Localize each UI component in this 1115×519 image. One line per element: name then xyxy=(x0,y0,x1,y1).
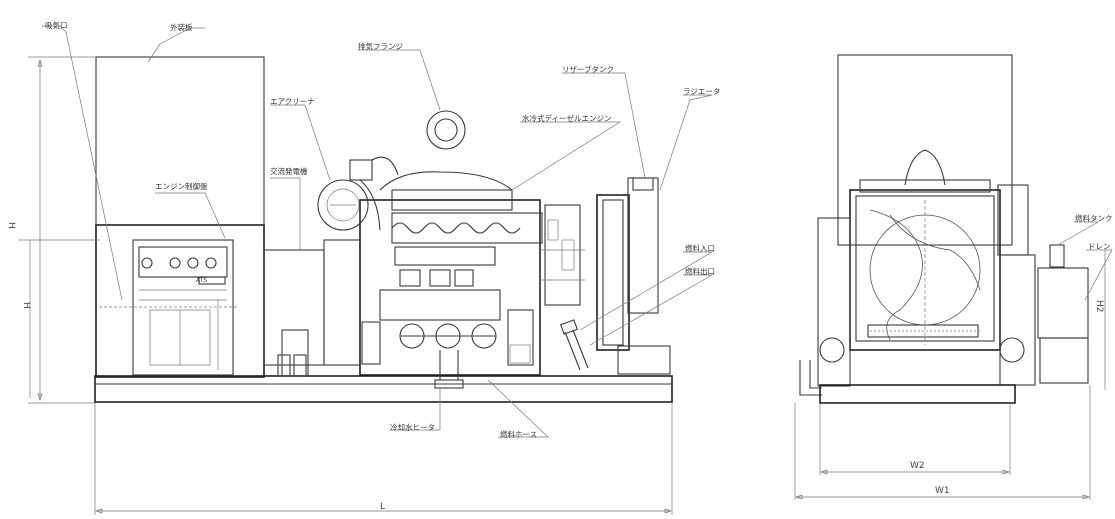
label-fuel-hose: 燃料ホース xyxy=(500,430,538,439)
engine-body xyxy=(359,199,541,376)
label-panel-ats: ATS xyxy=(196,277,208,284)
label-drain-right: ドレン xyxy=(1088,242,1111,251)
label-fuel-tank-right: 燃料タンク xyxy=(1075,214,1113,223)
dim-length: L xyxy=(380,502,386,512)
gauge-3 xyxy=(187,257,199,269)
label-engine-panel: エンジン制御盤 xyxy=(155,182,208,191)
radiator-core xyxy=(596,194,630,351)
label-generator: 交流発電機 xyxy=(270,167,308,176)
dim-width-outer: W1 xyxy=(935,486,950,496)
label-fuel-outlet: 燃料出口 xyxy=(685,267,715,276)
label-exhaust-flange: 排気フランジ xyxy=(358,42,403,51)
dim-height-lower: H xyxy=(21,302,31,309)
dim-height-right: H2 xyxy=(1094,300,1104,313)
gauge-2 xyxy=(169,257,181,269)
air-cleaner-canister xyxy=(317,179,369,231)
label-enclosure: 外装板 xyxy=(170,23,193,32)
label-diesel-engine: 水冷式ディーゼルエンジン xyxy=(522,114,612,123)
label-cooling-heater: 冷却水ヒータ xyxy=(390,423,435,432)
label-air-cleaner: エアクリーナ xyxy=(270,97,315,106)
gauge-4 xyxy=(205,257,217,269)
gauge-1 xyxy=(141,257,153,269)
label-fuel-inlet: 燃料入口 xyxy=(685,244,715,253)
label-air-intake: 吸気口 xyxy=(45,21,68,30)
label-radiator: ラジエータ xyxy=(683,87,721,96)
label-reserve-tank: リザーブタンク xyxy=(562,65,615,74)
exhaust-flange xyxy=(426,110,466,150)
base-frame xyxy=(94,375,673,403)
dim-width-inner: W2 xyxy=(910,461,925,471)
generator-housing xyxy=(263,249,325,366)
dim-height: H xyxy=(6,222,16,229)
side-fuel-tank xyxy=(1037,267,1089,339)
